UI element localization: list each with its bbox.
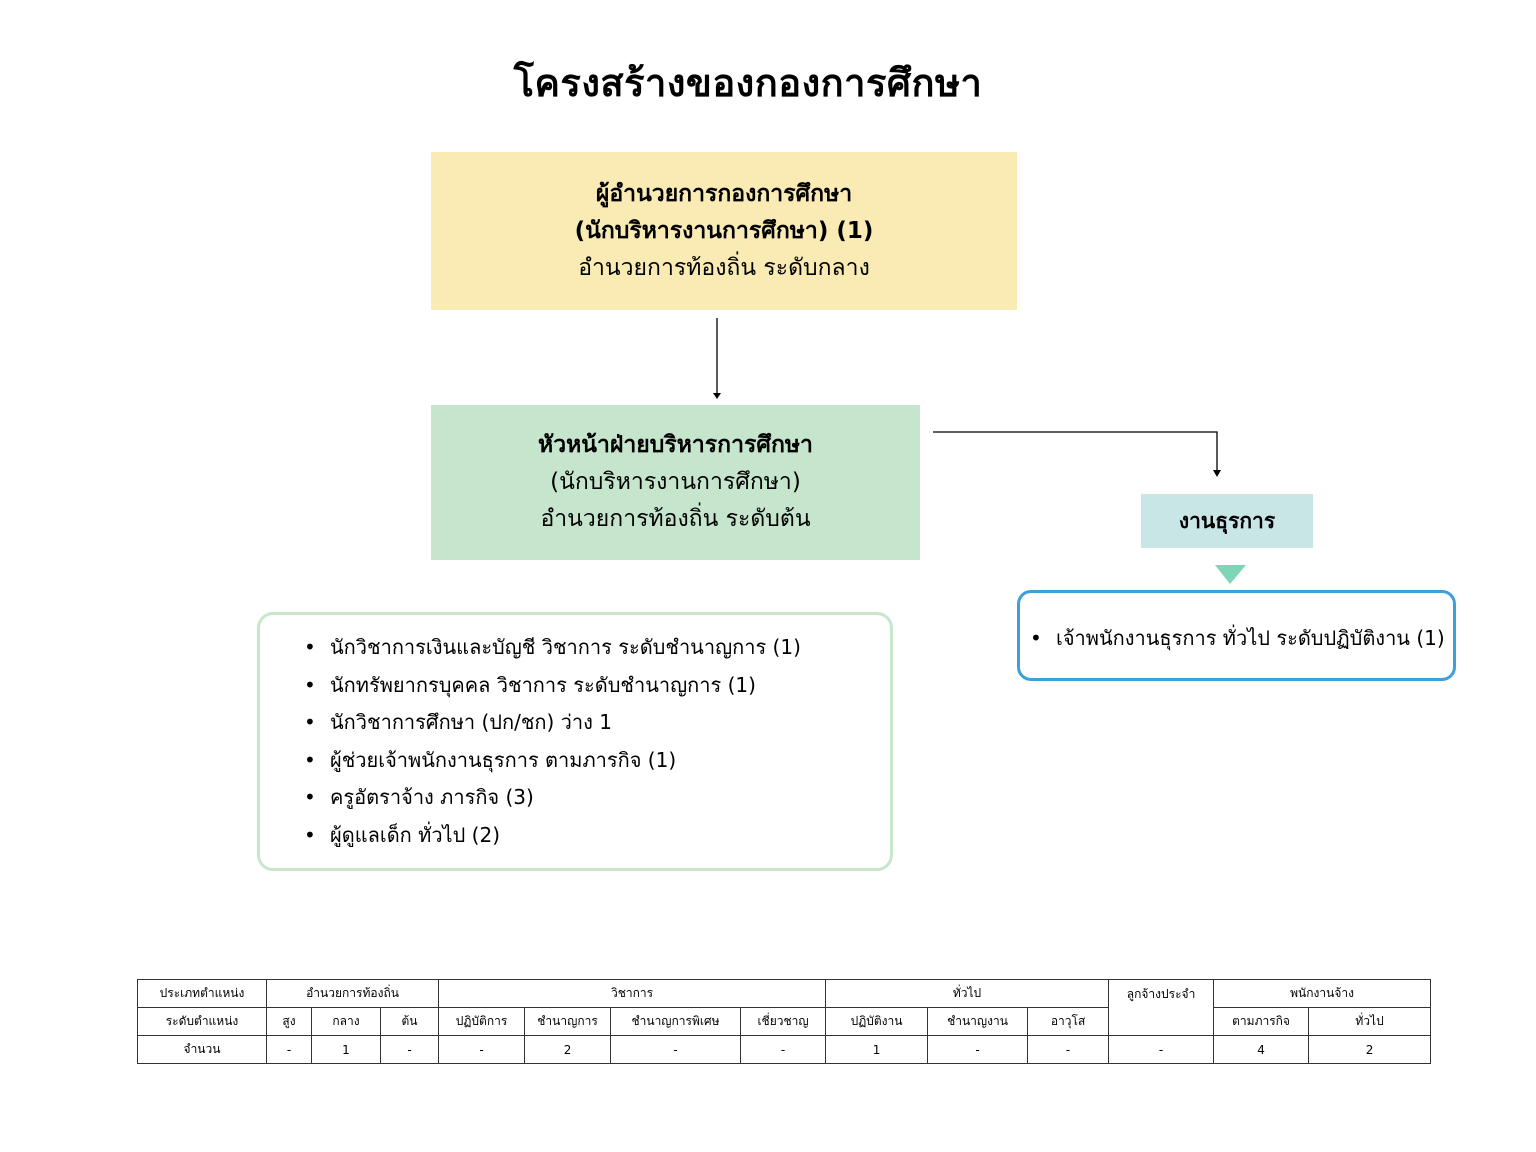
list-item: • นักทรัพยากรบุคคล วิชาการ ระดับชำนาญการ … xyxy=(304,667,890,705)
bullet-icon: • xyxy=(304,635,316,659)
bullet-icon: • xyxy=(1030,626,1042,650)
cell-academic: วิชาการ xyxy=(438,979,827,1008)
cell-level: ปฏิบัติการ xyxy=(438,1007,526,1036)
list-item-text: นักวิชาการเงินและบัญชี วิชาการ ระดับชำนา… xyxy=(330,635,801,659)
cell-count: - xyxy=(438,1035,526,1064)
list-item-text: ครูอัตราจ้าง ภารกิจ (3) xyxy=(330,785,534,809)
bullet-icon: • xyxy=(304,822,316,847)
division-head-level: อำนวยการท้องถิ่น ระดับต้น xyxy=(540,506,811,532)
table-row-count: จำนวน - 1 - - 2 - - 1 - - - 4 2 xyxy=(137,1035,1432,1064)
cell-count: 2 xyxy=(1308,1035,1432,1064)
cell-count: 4 xyxy=(1213,1035,1310,1064)
connector-head-to-general xyxy=(933,431,1218,474)
down-triangle-icon xyxy=(1215,565,1246,584)
cell-level: สูง xyxy=(266,1007,312,1036)
bullet-icon: • xyxy=(304,710,316,734)
director-level: อำนวยการท้องถิ่น ระดับกลาง xyxy=(578,254,870,281)
cell-admin: อำนวยการท้องถิ่น xyxy=(265,979,440,1008)
director-title: ผู้อำนวยการกองการศึกษา xyxy=(595,180,853,207)
cell-count: - xyxy=(379,1035,440,1064)
staff-list-right: • เจ้าพนักงานธุรการ ทั่วไป ระดับปฏิบัติงา… xyxy=(1017,590,1456,681)
division-head-position: (นักบริหารงานการศึกษา) xyxy=(550,469,801,495)
cell-level-label: ระดับตำแหน่ง xyxy=(137,1007,267,1036)
cell-general: ทั่วไป xyxy=(825,979,1110,1008)
cell-count: - xyxy=(1027,1035,1110,1064)
list-item: • ผู้ช่วยเจ้าพนักงานธุรการ ตามภารกิจ (1) xyxy=(304,742,890,780)
cell-count: 1 xyxy=(825,1035,929,1064)
table-row-level: ระดับตำแหน่ง สูง กลาง ต้น ปฏิบัติการ ชำน… xyxy=(137,1007,1432,1036)
list-item: • นักวิชาการศึกษา (ปก/ชก) ว่าง 1 xyxy=(304,704,890,742)
director-position: (นักบริหารงานการศึกษา) (1) xyxy=(574,217,874,244)
list-item: • ครูอัตราจ้าง ภารกิจ (3) xyxy=(304,779,890,817)
cell-permanent: ลูกจ้างประจำ xyxy=(1108,979,1215,1036)
cell-level: เชี่ยวชาญ xyxy=(740,1007,827,1036)
cell-count: 2 xyxy=(524,1035,612,1064)
cell-count: - xyxy=(1108,1035,1215,1064)
director-box: ผู้อำนวยการกองการศึกษา (นักบริหารงานการศ… xyxy=(431,152,1017,310)
list-item: • ผู้ดูแลเด็ก ทั่วไป (2) xyxy=(304,817,890,855)
cell-type-label: ประเภทตำแหน่ง xyxy=(137,979,267,1008)
position-table: ประเภทตำแหน่ง อำนวยการท้องถิ่น วิชาการ ท… xyxy=(137,979,1432,1064)
cell-level: ชำนาญงาน xyxy=(927,1007,1029,1036)
cell-count-label: จำนวน xyxy=(137,1035,267,1064)
cell-level: กลาง xyxy=(311,1007,381,1036)
staff-list-left: • นักวิชาการเงินและบัญชี วิชาการ ระดับชำน… xyxy=(257,612,893,871)
cell-employee: พนักงานจ้าง xyxy=(1213,979,1432,1008)
cell-count: - xyxy=(266,1035,312,1064)
list-item-text: นักทรัพยากรบุคคล วิชาการ ระดับชำนาญการ (… xyxy=(330,672,756,697)
list-item-text: เจ้าพนักงานธุรการ ทั่วไป ระดับปฏิบัติงาน… xyxy=(1056,626,1445,650)
division-head-box: หัวหน้าฝ่ายบริหารการศึกษา (นักบริหารงานก… xyxy=(431,405,920,560)
list-item: • นักวิชาการเงินและบัญชี วิชาการ ระดับชำน… xyxy=(304,629,890,667)
arrowhead-icon xyxy=(713,393,721,399)
cell-level: ชำนาญการพิเศษ xyxy=(610,1007,742,1036)
cell-level: ต้น xyxy=(379,1007,440,1036)
bullet-icon: • xyxy=(304,672,316,697)
cell-count: - xyxy=(610,1035,742,1064)
cell-level: อาวุโส xyxy=(1027,1007,1110,1036)
list-item-text: ผู้ดูแลเด็ก ทั่วไป (2) xyxy=(330,822,500,847)
division-head-title: หัวหน้าฝ่ายบริหารการศึกษา xyxy=(538,432,813,458)
bullet-icon: • xyxy=(304,785,316,809)
general-affairs-box: งานธุรการ xyxy=(1141,494,1313,548)
table-row-type: ประเภทตำแหน่ง อำนวยการท้องถิ่น วิชาการ ท… xyxy=(137,979,1432,1036)
cell-level: ตามภารกิจ xyxy=(1213,1007,1310,1036)
cell-level: ชำนาญการ xyxy=(524,1007,612,1036)
list-item-text: ผู้ช่วยเจ้าพนักงานธุรการ ตามภารกิจ (1) xyxy=(330,747,677,772)
bullet-icon: • xyxy=(304,747,316,772)
cell-count: - xyxy=(927,1035,1029,1064)
list-item-text: นักวิชาการศึกษา (ปก/ชก) ว่าง 1 xyxy=(330,710,612,734)
cell-level: ทั่วไป xyxy=(1308,1007,1432,1036)
list-item: • เจ้าพนักงานธุรการ ทั่วไป ระดับปฏิบัติงา… xyxy=(1030,620,1453,658)
cell-level: ปฏิบัติงาน xyxy=(825,1007,929,1036)
general-affairs-label: งานธุรการ xyxy=(1178,508,1276,533)
cell-count: 1 xyxy=(311,1035,381,1064)
cell-count: - xyxy=(740,1035,827,1064)
page-title: โครงสร้างของกองการศึกษา xyxy=(513,61,983,105)
arrowhead-icon xyxy=(1213,470,1221,477)
